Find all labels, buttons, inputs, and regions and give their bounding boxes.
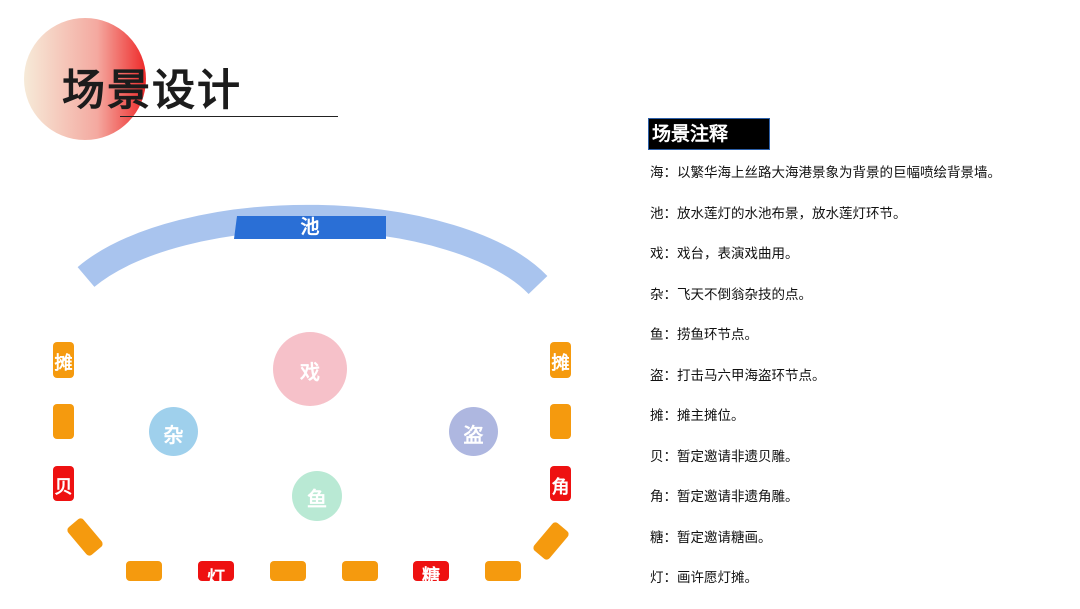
notes-list: 海：以繁华海上丝路大海港景象为背景的巨幅喷绘背景墙。 池：放水莲灯的水池布景，放… (650, 163, 1001, 609)
stall-shell-label: 贝 (54, 477, 73, 498)
pool-area (234, 216, 386, 239)
page-title: 场景设计 (62, 66, 242, 116)
scene-diagram: 海 池 戏 杂 盗 鱼 摊 贝 摊 角 灯 糖 (53, 168, 571, 581)
stall-right-top-label: 摊 (551, 353, 570, 374)
opera-stage-circle (273, 332, 347, 406)
acrobat-label: 杂 (163, 423, 184, 447)
stall-bottom-6 (485, 561, 521, 581)
stall-left-top (53, 342, 74, 378)
stall-bottom-3 (270, 561, 306, 581)
note-item: 灯：画许愿灯摊。 (650, 570, 758, 586)
fish-label: 鱼 (307, 487, 327, 511)
title-underline (120, 116, 338, 117)
stall-horn (550, 466, 571, 501)
stall-bottom-sugar-label: 糖 (422, 566, 440, 581)
stall-horn-label: 角 (551, 477, 570, 498)
opera-stage-label: 戏 (300, 360, 320, 384)
note-item: 池：放水莲灯的水池布景，放水莲灯环节。 (650, 205, 907, 222)
note-item: 戏：戏台，表演戏曲用。 (650, 246, 799, 262)
pool-label: 池 (300, 216, 320, 238)
notes-title: 场景注释 (648, 118, 770, 150)
sea-label: 海 (302, 168, 322, 190)
note-item: 糖：暂定邀请糖画。 (650, 529, 772, 546)
pirate-circle (449, 407, 498, 456)
title-decoration-circle (24, 18, 146, 140)
stall-right-top (550, 342, 571, 378)
note-item: 盗：打击马六甲海盗环节点。 (650, 367, 826, 384)
note-item: 海：以繁华海上丝路大海港景象为背景的巨幅喷绘背景墙。 (650, 165, 1001, 181)
note-item: 摊：摊主摊位。 (650, 408, 745, 424)
pirate-label: 盗 (463, 423, 484, 447)
stall-bottom-lamp: 灯 (198, 561, 234, 581)
stall-left-top-label: 摊 (54, 353, 73, 374)
stall-shell (53, 466, 74, 501)
acrobat-circle (149, 407, 198, 456)
stall-left-mid (53, 404, 74, 439)
note-item: 角：暂定邀请非遗角雕。 (650, 489, 799, 505)
fish-circle (292, 471, 342, 521)
note-item: 杂：飞天不倒翁杂技的点。 (650, 286, 812, 303)
stall-bottom-sugar: 糖 (413, 561, 449, 581)
stall-bottom-4 (342, 561, 378, 581)
stall-bottom-1 (126, 561, 162, 581)
stall-right-mid (550, 404, 571, 439)
note-item: 鱼：捞鱼环节点。 (650, 327, 758, 343)
stall-bottom-lamp-label: 灯 (207, 568, 225, 581)
note-item: 贝：暂定邀请非遗贝雕。 (650, 448, 799, 465)
